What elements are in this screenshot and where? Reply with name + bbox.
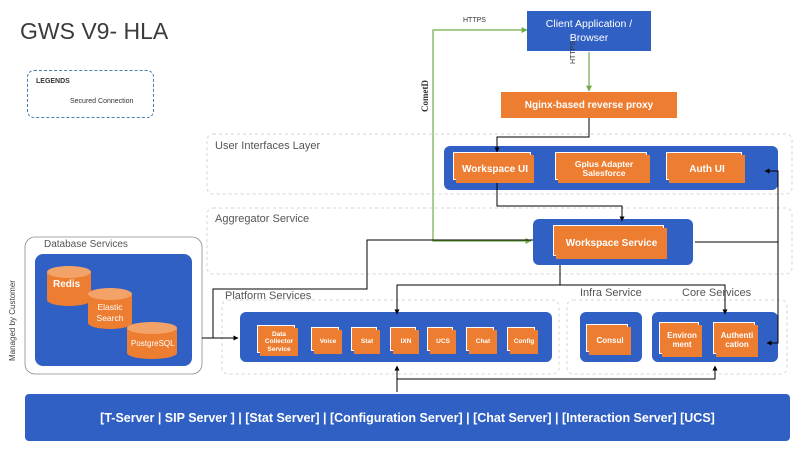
workspace-service-box: Workspace Service [556, 228, 667, 259]
legend-heading: LEGENDS [36, 78, 70, 85]
db-postgres-label: PostgreSQL [131, 339, 175, 348]
database-frame [24, 236, 203, 375]
platform-item-data-collector: Data Collector Service [260, 328, 298, 356]
auth-ui-box: Auth UI [669, 155, 745, 183]
legend-box: LEGENDS Secured Connection [27, 70, 154, 118]
platform-item-ixn: IXN [393, 330, 419, 354]
nginx-to-ui [494, 118, 590, 153]
managed-by-customer-label: Managed by Customer [8, 280, 17, 361]
elastic-cylinder [88, 288, 132, 329]
core-item-authentication: Authenti cation [716, 325, 758, 357]
bottom-servers-bar: [T-Server | SIP Server ] | [Stat Server]… [100, 410, 715, 425]
platform-item-ucs: UCS [430, 330, 456, 354]
https-cometd-line [432, 27, 532, 244]
client-application-box: Client Application / Browser [527, 11, 651, 51]
platform-item-stat: Stat [354, 330, 380, 354]
platform-item-config: Config [510, 330, 538, 354]
gplus-adapter-box: Gplus Adapter Salesforce [558, 155, 650, 183]
ui-layer-label: User Interfaces Layer [215, 140, 321, 152]
service-to-auth-ui [695, 168, 779, 243]
platform-item-voice: Voice [314, 330, 342, 354]
diagram-title: GWS V9- HLA [20, 18, 169, 44]
https-top-label: HTTPS [463, 17, 486, 24]
service-to-auth-core [766, 242, 779, 346]
ui-to-workspace-service [496, 183, 625, 222]
platform-item-chat: Chat [469, 330, 497, 354]
ui-layer-frame [206, 133, 793, 195]
service-to-platform-top [394, 265, 561, 315]
db-elastic-label: Elastic Search [96, 302, 124, 324]
legend-secured-label: Secured Connection [70, 98, 134, 105]
platform-layer-frame [221, 299, 560, 375]
aggregator-layer-label: Aggregator Service [215, 213, 310, 225]
db-redis-label: Redis [53, 279, 81, 290]
database-layer-label: Database Services [44, 239, 128, 250]
aggregator-layer-frame [206, 207, 793, 275]
bottom-bar-bg [25, 394, 790, 441]
nginx-proxy-box: Nginx-based reverse proxy [501, 92, 677, 118]
postgres-cylinder [127, 322, 177, 359]
core-item-environment: Environ ment [662, 325, 702, 357]
cometd-label: CometD [420, 80, 430, 112]
workspace-ui-box: Workspace UI [456, 155, 534, 183]
core-layer-label: Core Services [682, 287, 752, 299]
infra-item-consul: Consul [589, 327, 631, 355]
https-side-label: HTTPS [570, 41, 577, 64]
infra-core-frame [566, 299, 788, 375]
service-to-core [560, 284, 728, 315]
infra-layer-label: Infra Service [580, 287, 642, 299]
platform-layer-label: Platform Services [225, 290, 312, 302]
bottom-to-core [396, 365, 718, 392]
redis-cylinder [47, 266, 91, 306]
